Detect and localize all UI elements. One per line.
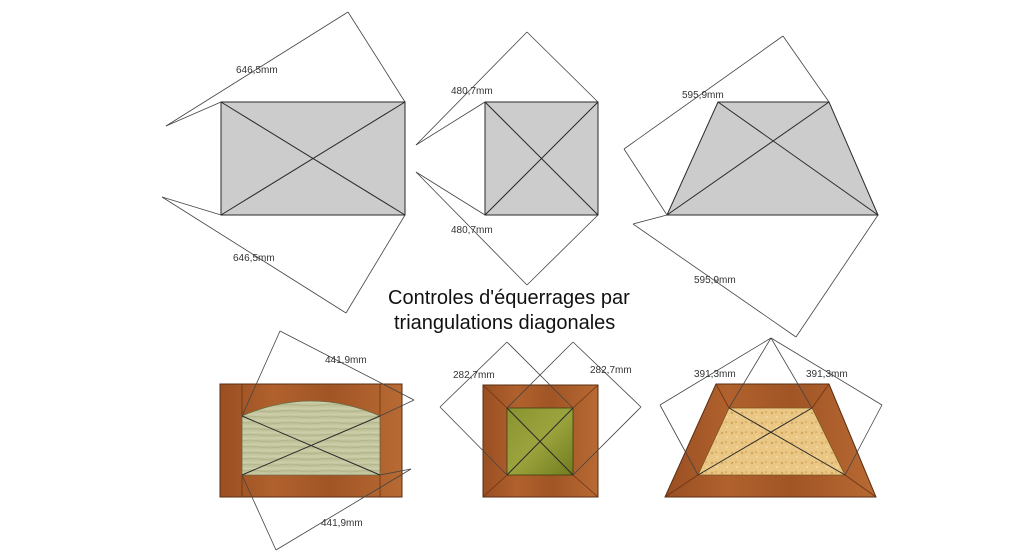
dimension-wood-rect-bottom: 441,9mm [241, 468, 412, 551]
dim-label-square-top: 480,7mm [451, 86, 493, 97]
dim-label-wood-trap-right: 391,3mm [806, 369, 848, 380]
grey-trapezoid [666, 101, 879, 216]
dim-label-wood-rect-bottom: 441,9mm [321, 518, 363, 529]
dimension-trap-bottom: 595,9mm [632, 214, 879, 338]
dimension-wood-trap-left: 391,3mm [659, 337, 813, 476]
wood-rectangle-frame [219, 383, 403, 498]
grey-rectangle [220, 101, 406, 216]
dim-label-wood-trap-left: 391,3mm [694, 369, 736, 380]
diagram-title-line1: Controles d'équerrages par [388, 287, 630, 309]
dimension-rect-bottom: 646,5mm [161, 196, 406, 314]
dimension-square-bottom: 480,7mm [415, 171, 599, 286]
dim-label-rect-top: 646,5mm [236, 65, 278, 76]
dim-label-wood-rect-top: 441,9mm [325, 355, 367, 366]
dimension-wood-trap-right: 391,3mm [728, 337, 883, 476]
dimension-square-top: 480,7mm [415, 31, 599, 146]
dim-label-trap-bottom: 595,9mm [694, 275, 736, 286]
dim-label-trap-top: 595,9mm [682, 90, 724, 101]
diagram-title-line2: triangulations diagonales [394, 312, 615, 334]
dimension-trap-top: 595,9mm [623, 35, 830, 216]
dimension-rect-top: 646,5mm [165, 11, 406, 127]
dim-label-wood-square-right: 282,7mm [590, 365, 632, 376]
dimension-wood-square-right: 282,7mm [506, 341, 642, 476]
dim-label-rect-bottom: 646,5mm [233, 253, 275, 264]
dim-label-square-bottom: 480,7mm [451, 225, 493, 236]
dimension-wood-rect-top: 441,9mm [241, 330, 415, 417]
grey-square [484, 101, 599, 216]
wood-square-frame [482, 384, 599, 498]
dim-label-wood-square-left: 282,7mm [453, 370, 495, 381]
wood-trapezoid-frame [664, 383, 877, 498]
